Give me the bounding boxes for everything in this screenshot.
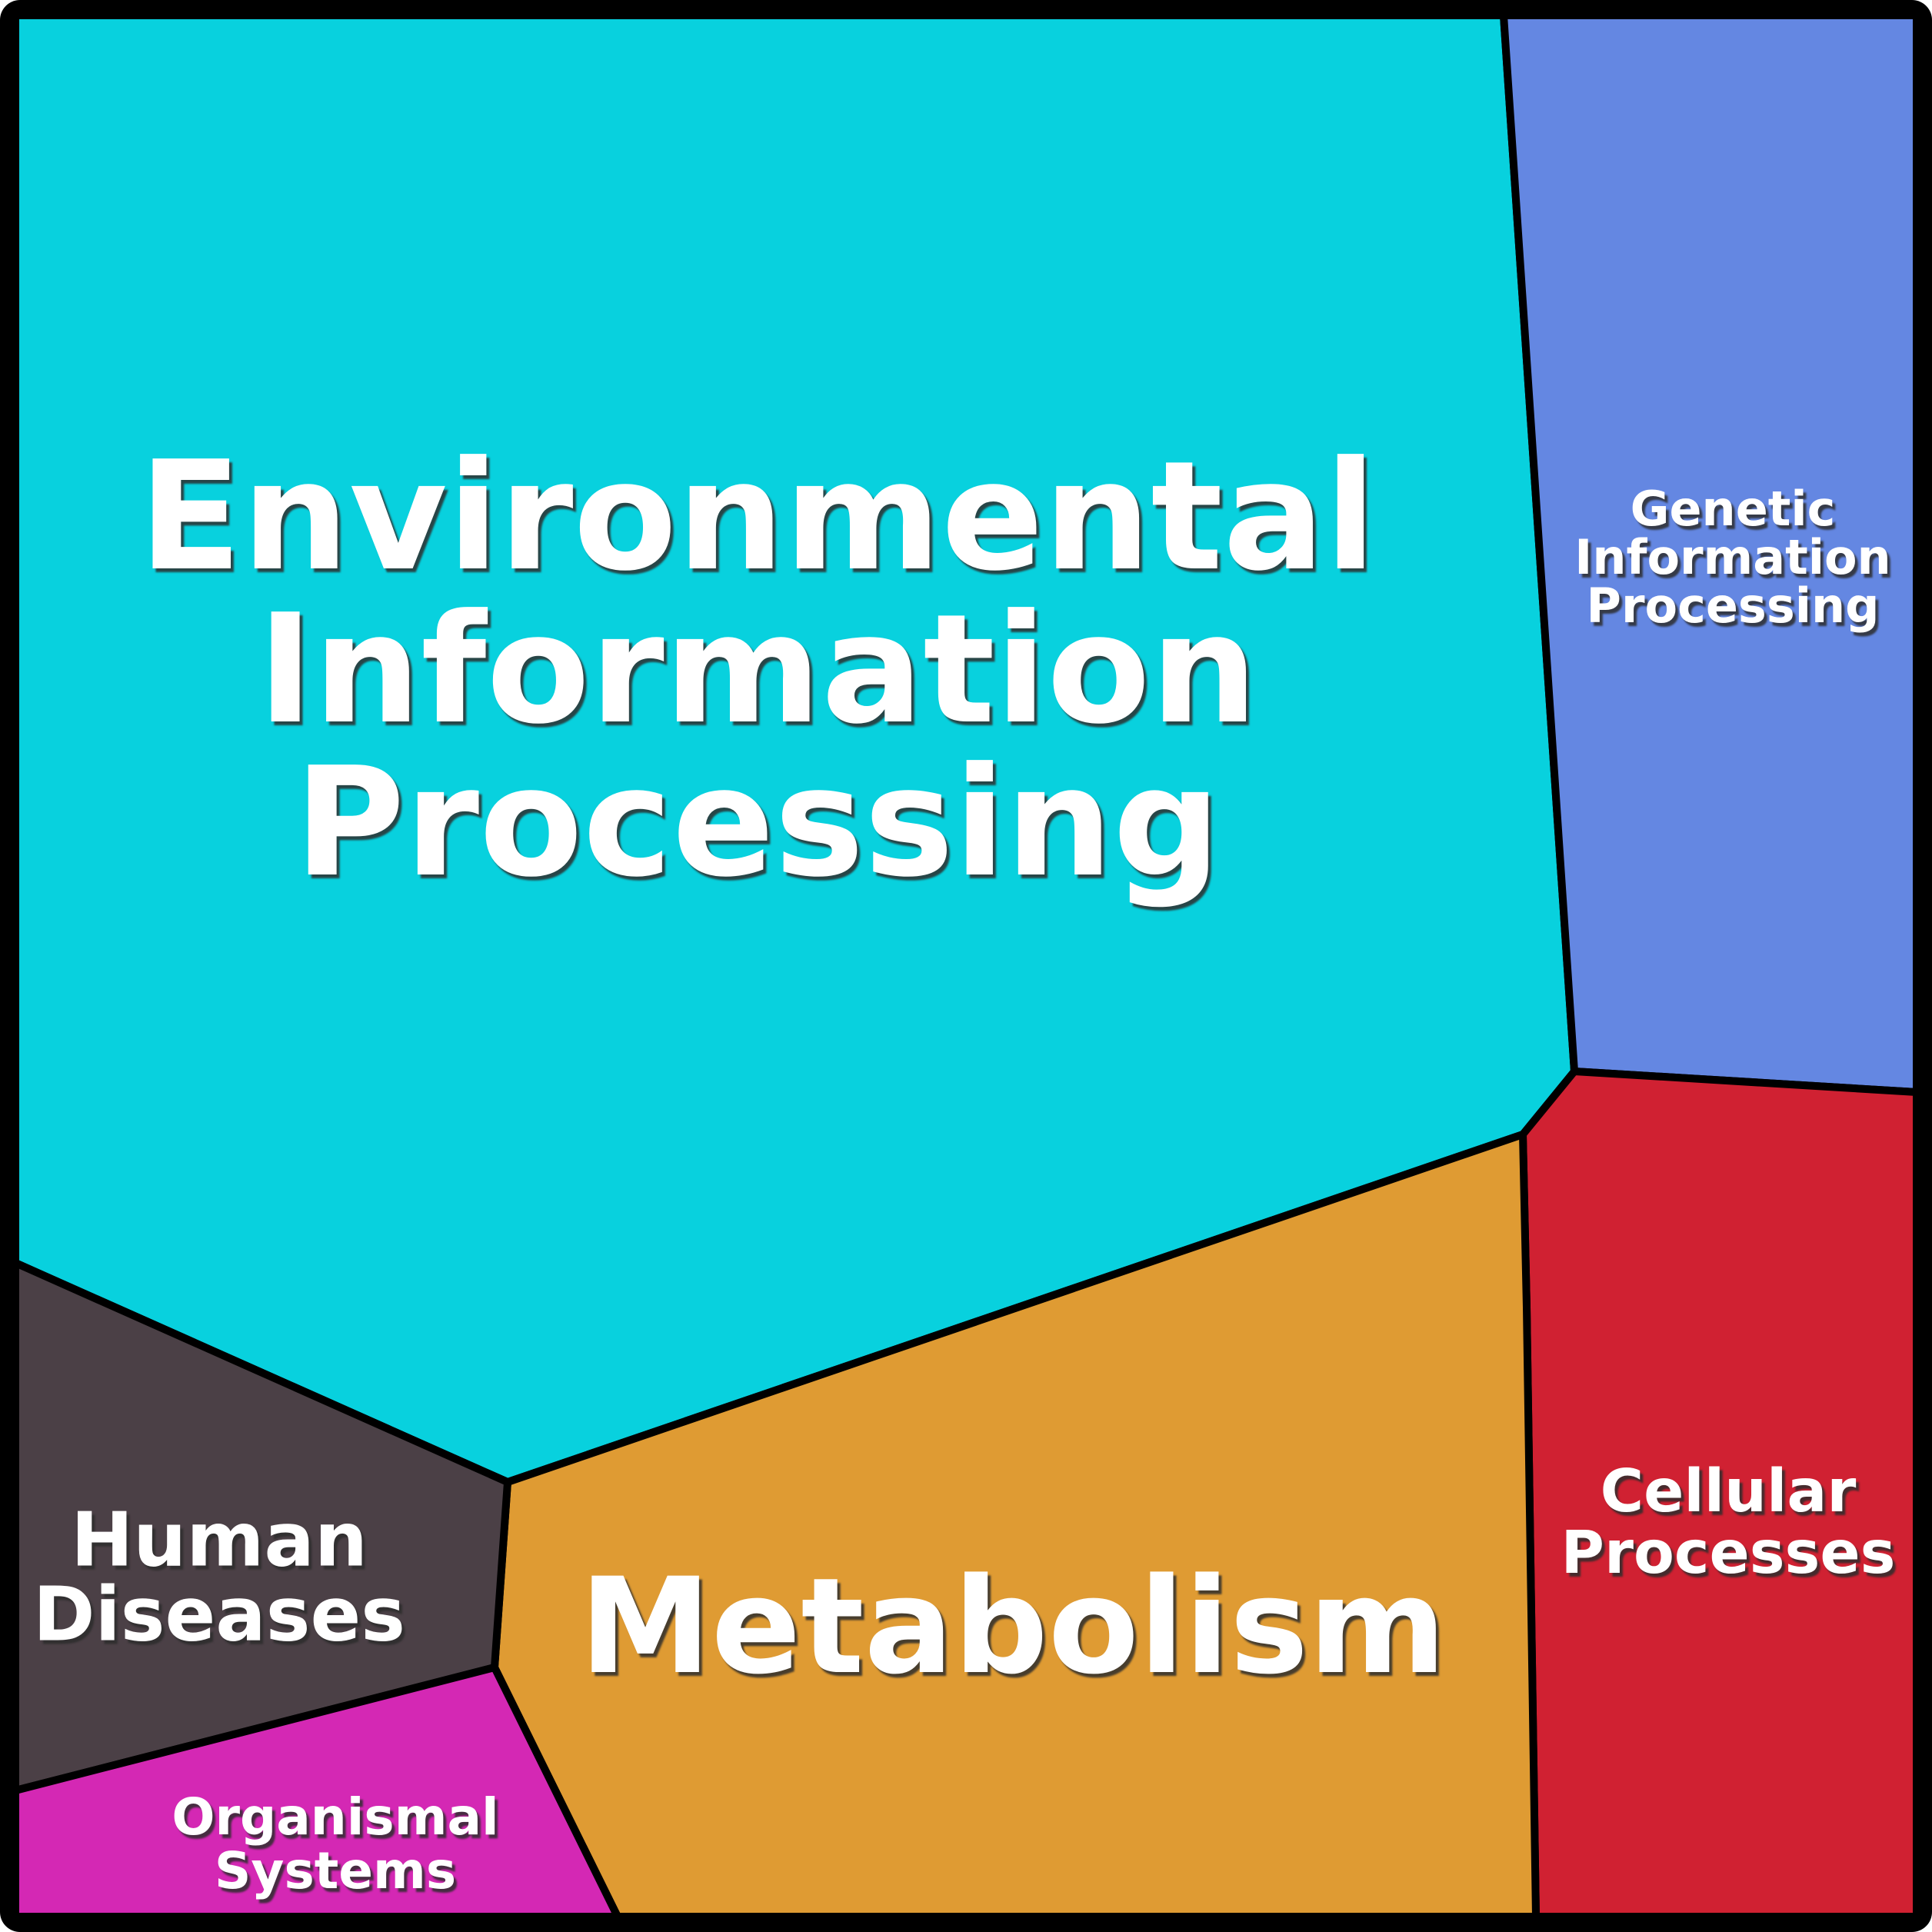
regions-layer [12,12,1920,1920]
region-label-metabolism: Metabolism [580,1549,1447,1704]
region-organismal-systems [12,1664,621,1920]
